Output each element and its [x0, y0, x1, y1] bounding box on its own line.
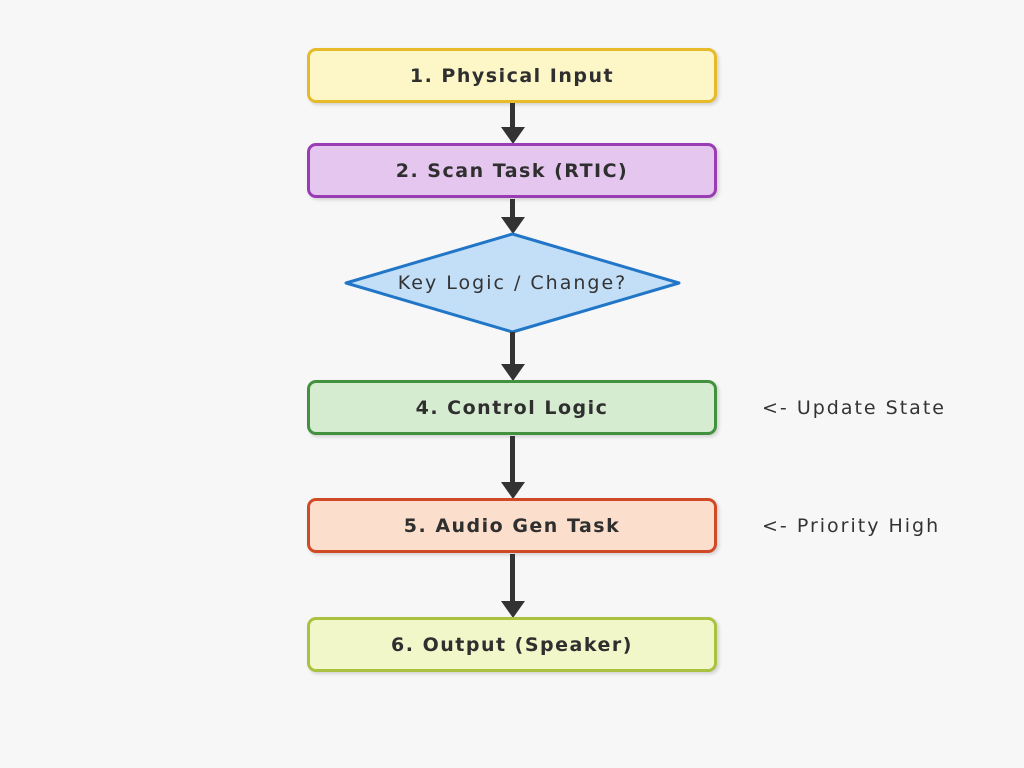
node-control-logic: 4. Control Logic	[307, 380, 717, 435]
arrowhead-icon	[500, 217, 525, 234]
annotation-update-state: <- Update State	[762, 397, 946, 419]
arrow-decision-to-control-logic	[500, 332, 525, 381]
arrow-audio-gen-to-output	[500, 554, 525, 618]
node-scan-task-label: 2. Scan Task (RTIC)	[395, 159, 629, 182]
arrow-control-logic-to-audio-gen	[500, 436, 525, 499]
arrowhead-icon	[500, 601, 525, 618]
node-output-speaker-label: 6. Output (Speaker)	[391, 633, 633, 656]
node-scan-task: 2. Scan Task (RTIC)	[307, 143, 717, 198]
node-control-logic-label: 4. Control Logic	[415, 396, 609, 419]
node-key-logic-decision-label: Key Logic / Change?	[397, 272, 628, 294]
node-output-speaker: 6. Output (Speaker)	[307, 617, 717, 672]
arrow-stem	[510, 436, 515, 482]
arrowhead-icon	[500, 482, 525, 499]
arrow-stem	[510, 199, 515, 217]
arrow-physical-input-to-scan-task	[500, 103, 525, 144]
arrow-scan-task-to-decision	[500, 199, 525, 234]
node-key-logic-decision: Key Logic / Change?	[343, 232, 682, 334]
arrow-stem	[510, 554, 515, 601]
arrowhead-icon	[500, 127, 525, 144]
node-physical-input: 1. Physical Input	[307, 48, 717, 103]
node-audio-gen-task: 5. Audio Gen Task	[307, 498, 717, 553]
node-physical-input-label: 1. Physical Input	[409, 64, 615, 87]
node-audio-gen-task-label: 5. Audio Gen Task	[403, 514, 621, 537]
arrowhead-icon	[500, 364, 525, 381]
arrow-stem	[510, 103, 515, 127]
arrow-stem	[510, 332, 515, 364]
annotation-priority-high: <- Priority High	[762, 515, 941, 537]
